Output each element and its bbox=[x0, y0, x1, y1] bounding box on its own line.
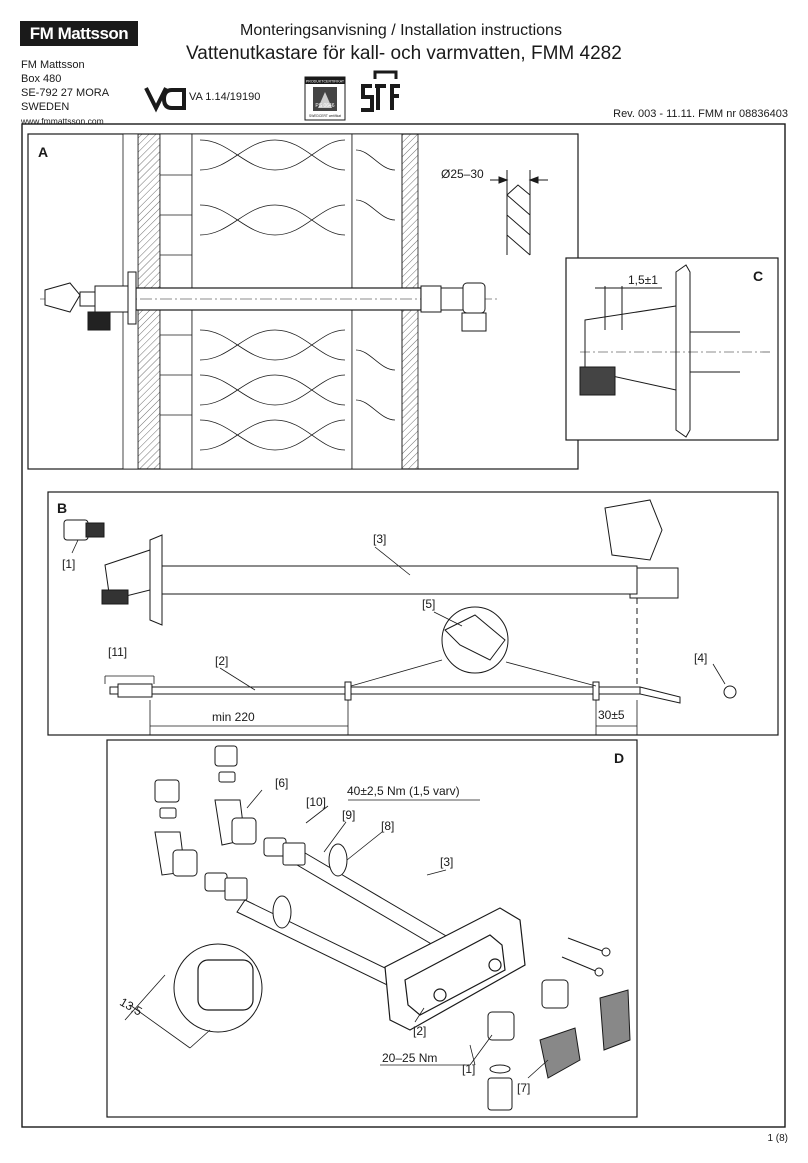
address-line: Box 480 bbox=[21, 73, 62, 85]
part-1-icon bbox=[487, 1011, 515, 1041]
torque-bottom-label: 20–25 Nm bbox=[382, 1051, 437, 1065]
drill-diameter-label: Ø25–30 bbox=[441, 167, 484, 181]
callout-3: [3] bbox=[373, 532, 386, 546]
page-frame bbox=[21, 123, 786, 1128]
panel-c: C 1,5±1 bbox=[565, 257, 779, 441]
d-callout-1: [1] bbox=[462, 1062, 475, 1076]
elbow-fitting bbox=[420, 282, 487, 332]
stf-logo bbox=[361, 70, 400, 112]
certification-seal: PRODUKTCERTIFIKAT PS 0646 SWEDCERT certi… bbox=[304, 76, 346, 121]
pipe-through-wall bbox=[135, 287, 422, 311]
seal-code: PS 0646 bbox=[315, 103, 334, 109]
fm-mattsson-logo: FM Mattsson bbox=[20, 21, 138, 46]
d-callout-10: [10] bbox=[306, 795, 326, 809]
panel-c-label: C bbox=[753, 268, 763, 284]
callout-5: [5] bbox=[422, 597, 435, 611]
website-link[interactable]: www.fmmattsson.com bbox=[21, 116, 104, 126]
callout-11: [11] bbox=[108, 645, 127, 659]
min-220-label: min 220 bbox=[212, 710, 255, 724]
handle-key-icon bbox=[539, 1027, 581, 1079]
d-callout-2: [2] bbox=[413, 1024, 426, 1038]
panel-b: B bbox=[47, 491, 779, 736]
handle-key-icon bbox=[599, 989, 631, 1051]
va-certificate-number: VA 1.14/19190 bbox=[189, 91, 261, 103]
offset-30-label: 30±5 bbox=[598, 708, 625, 722]
panel-a-label: A bbox=[38, 144, 48, 160]
address-line: FM Mattsson bbox=[21, 59, 85, 71]
d-callout-3: [3] bbox=[440, 855, 453, 869]
drill-bit-icon bbox=[490, 170, 548, 256]
callout-1: [1] bbox=[62, 557, 75, 571]
seal-top-text: PRODUKTCERTIFIKAT bbox=[306, 80, 345, 84]
gap-dimension-label: 1,5±1 bbox=[628, 273, 658, 287]
d-callout-6: [6] bbox=[275, 776, 288, 790]
panel-d-label: D bbox=[614, 750, 624, 766]
panel-b-label: B bbox=[57, 500, 67, 516]
document-title: Monteringsanvisning / Installation instr… bbox=[240, 22, 562, 39]
faucet-valve bbox=[44, 271, 137, 331]
torque-top-label: 40±2,5 Nm (1,5 varv) bbox=[347, 784, 460, 798]
part-1-icon bbox=[63, 519, 89, 541]
callout-4: [4] bbox=[694, 651, 707, 665]
d-callout-9: [9] bbox=[342, 808, 355, 822]
part-valve-cap-icon bbox=[604, 499, 663, 561]
seal-bottom-text: SWEDCERT certifikat bbox=[309, 114, 341, 118]
d-callout-7: [7] bbox=[517, 1081, 530, 1095]
part-4-icon bbox=[723, 685, 737, 699]
address-line: SE-792 27 MORA bbox=[21, 87, 110, 99]
panel-a: A bbox=[27, 133, 579, 470]
d-callout-8: [8] bbox=[381, 819, 394, 833]
company-address: FM Mattsson Box 480 SE-792 27 MORA SWEDE… bbox=[21, 58, 109, 128]
revision-info: Rev. 003 - 11.11. FMM nr 08836403 bbox=[613, 108, 788, 120]
va-logo bbox=[144, 87, 186, 113]
panel-d: D bbox=[106, 739, 638, 1118]
product-title: Vattenutkastare för kall- och varmvatten… bbox=[186, 43, 622, 64]
page-number: 1 (8) bbox=[767, 1133, 788, 1144]
compression-nut-icon bbox=[214, 745, 238, 767]
address-line: SWEDEN bbox=[21, 101, 70, 113]
wall-plate bbox=[384, 907, 526, 1031]
callout-2: [2] bbox=[215, 654, 228, 668]
